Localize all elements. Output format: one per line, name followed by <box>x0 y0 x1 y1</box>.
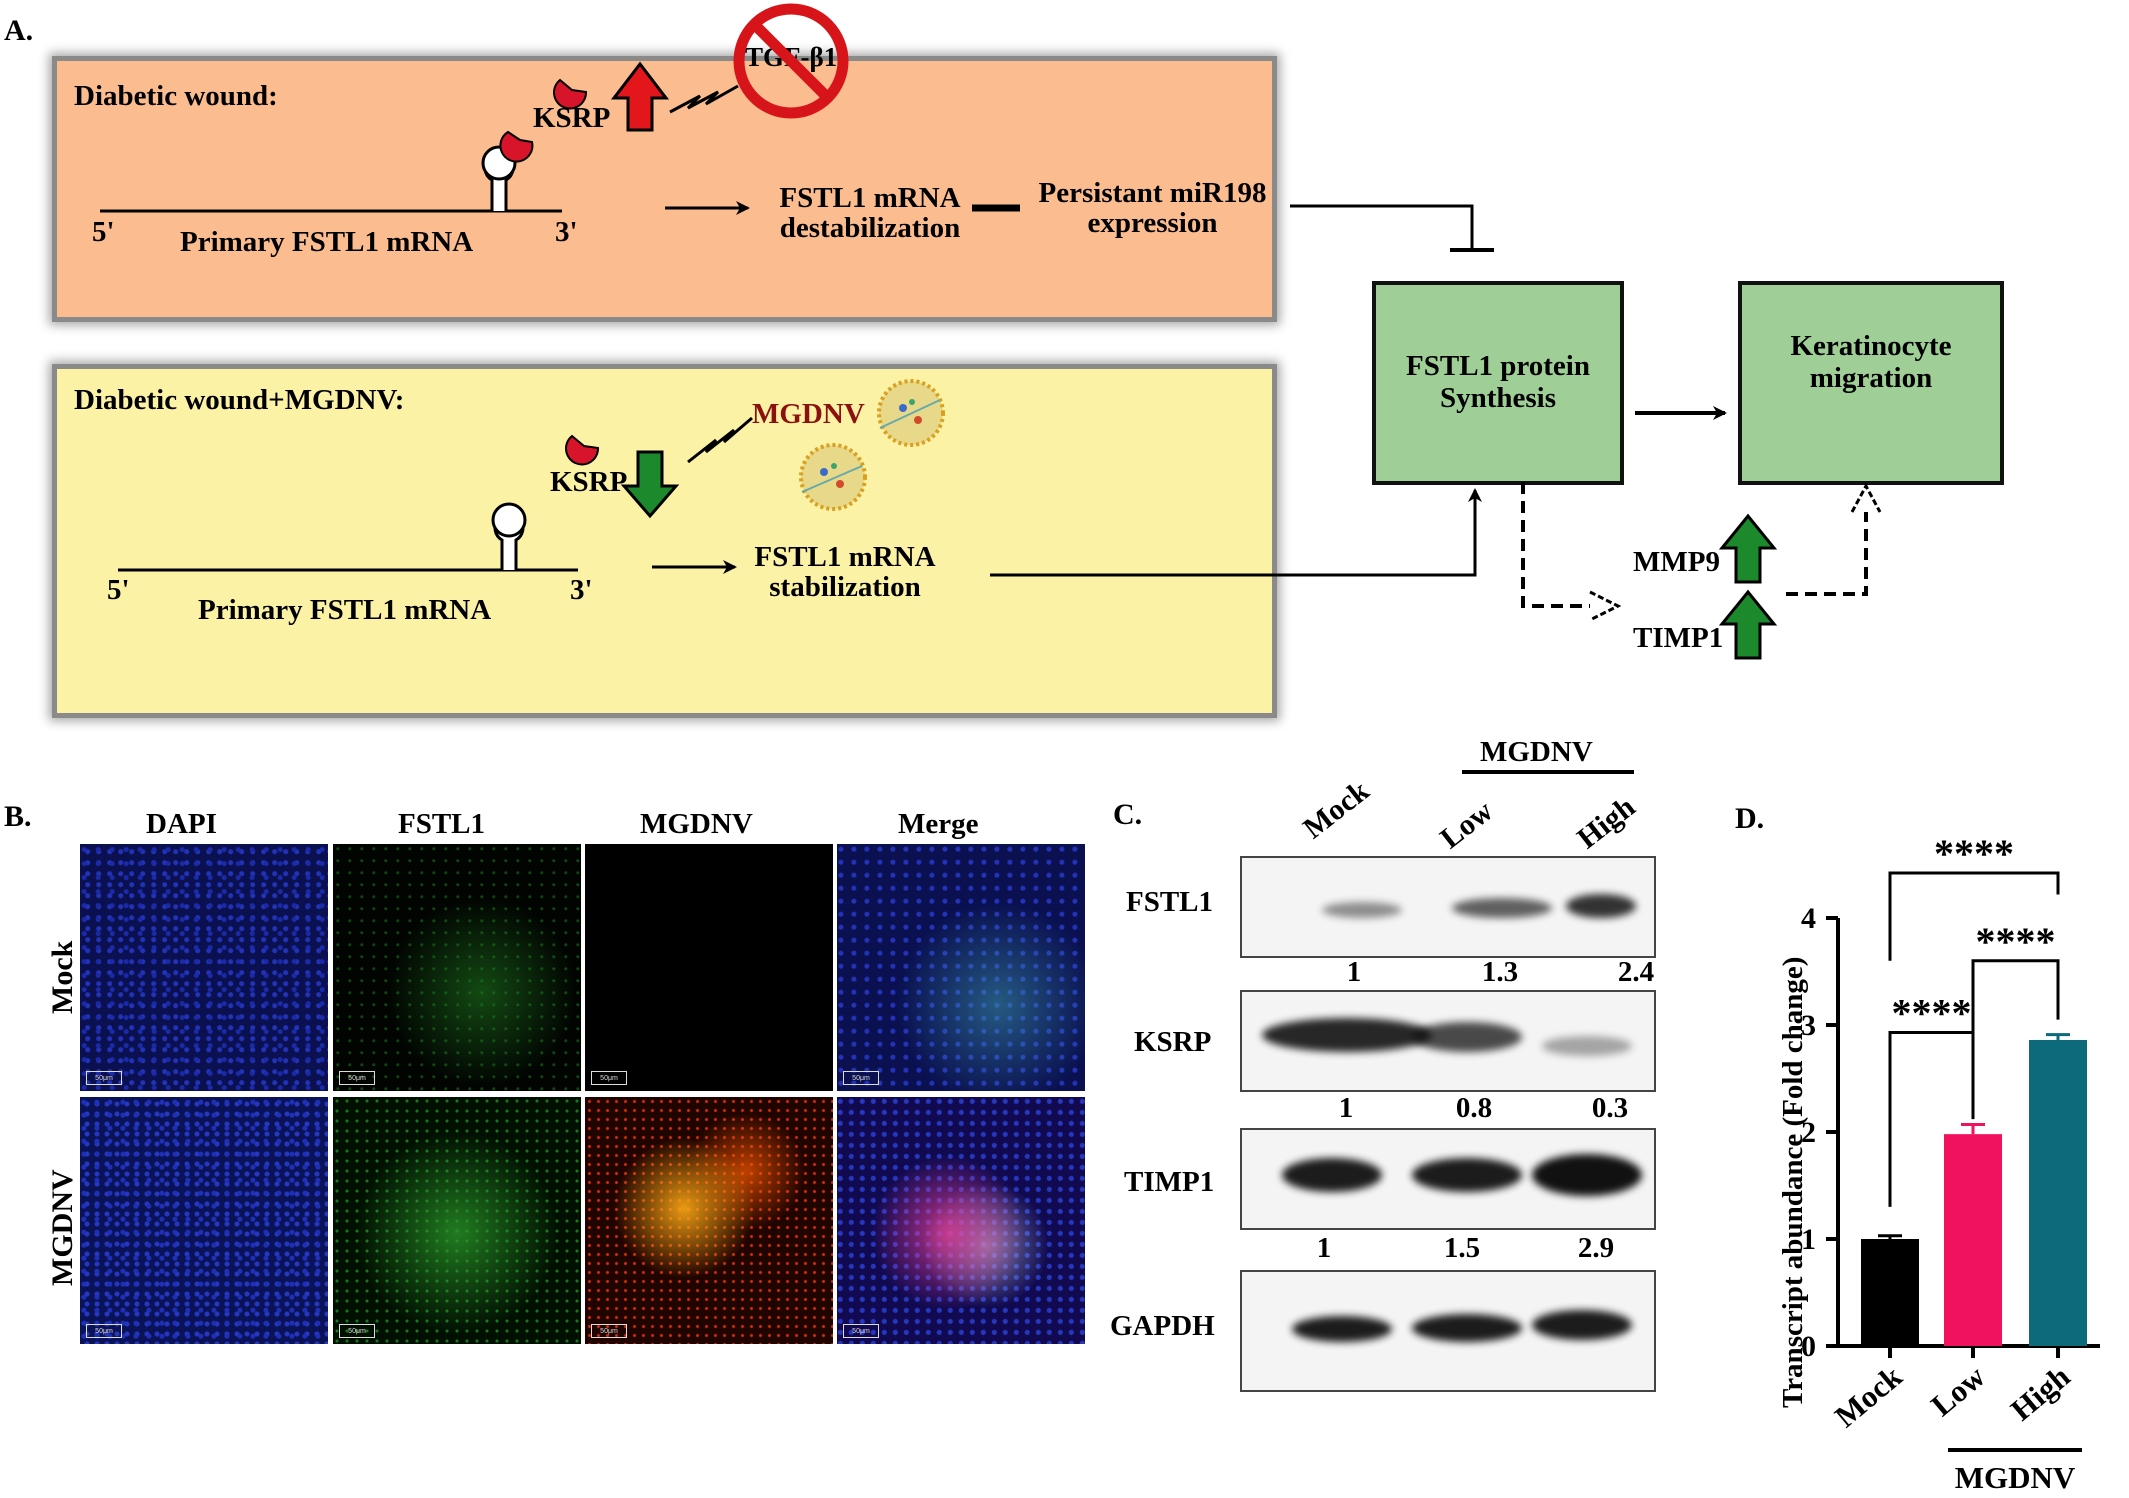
quant-timp1-mock: 1 <box>1316 1232 1332 1264</box>
three-prime-bottom: 3' <box>570 574 593 606</box>
prohibition-icon <box>733 3 849 119</box>
x-tick-label: Mock <box>1828 1358 1909 1434</box>
blot-label-gapdh: GAPDH <box>1110 1310 1215 1342</box>
timp1-up-arrow <box>1718 589 1778 660</box>
up-arrow-red <box>610 61 670 132</box>
diabetic-wound-box <box>52 56 1277 322</box>
primary-mrna-bottom: Primary FSTL1 mRNA <box>198 594 492 626</box>
mmp9-up-arrow <box>1718 513 1778 584</box>
significance-bracket <box>1971 959 2060 1074</box>
blot-fstl1 <box>1240 856 1656 958</box>
significance-bracket <box>1888 871 2060 961</box>
five-prime-bottom: 5' <box>107 574 130 606</box>
blot-label-ksrp: KSRP <box>1134 1026 1212 1058</box>
panel-b-letter: B. <box>4 800 32 833</box>
col-dapi: DAPI <box>146 808 217 840</box>
nanovesicle-2 <box>799 443 867 511</box>
micrograph-mgdnv-merge: 50μm <box>837 1097 1085 1344</box>
micrograph-mock-merge: 50μm <box>837 844 1085 1091</box>
col-mgdnv: MGDNV <box>640 808 753 840</box>
bar-mock <box>1861 1239 1919 1346</box>
ksrp-label-bottom: KSRP <box>550 466 628 498</box>
down-arrow-green <box>620 450 680 519</box>
blot-timp1 <box>1240 1128 1656 1230</box>
mmp9-label: MMP9 <box>1633 546 1720 578</box>
significance-label: **** <box>1892 990 1972 1035</box>
y-tick-label: 2 <box>1801 1116 1816 1149</box>
panel-d-letter: D. <box>1735 802 1765 835</box>
mgdnv-label-a: MGDNV <box>752 398 865 430</box>
stem-loop-bottom <box>491 502 527 538</box>
top-box-title: Diabetic wound: <box>74 80 278 112</box>
micrograph-mgdnv-fstl1: 50μm <box>333 1097 581 1344</box>
micrograph-mock-dapi: 50μm <box>80 844 328 1091</box>
micrograph-mock-fstl1: 50μm <box>333 844 581 1091</box>
three-prime-top: 3' <box>555 216 578 248</box>
timp1-label: TIMP1 <box>1633 622 1724 654</box>
quant-timp1-low: 1.5 <box>1443 1232 1481 1264</box>
col-fstl1: FSTL1 <box>398 808 486 840</box>
x-tick-label: Low <box>1924 1358 1992 1423</box>
ksrp-protein-2 <box>553 78 588 110</box>
y-tick-label: 4 <box>1801 902 1816 935</box>
quant-ksrp-low: 0.8 <box>1455 1092 1493 1124</box>
quant-fstl1-high: 2.4 <box>1617 956 1655 988</box>
blot-group-line <box>1462 770 1634 774</box>
micrograph-mock-mgdnv: 50μm <box>585 844 833 1091</box>
five-prime-top: 5' <box>92 216 115 248</box>
bottom-box-title: Diabetic wound+MGDNV: <box>74 384 405 416</box>
zigzag-top <box>669 84 739 114</box>
quant-fstl1-low: 1.3 <box>1481 956 1519 988</box>
quant-ksrp-mock: 1 <box>1338 1092 1354 1124</box>
blot-ksrp <box>1240 990 1656 1092</box>
blot-group-label: MGDNV <box>1480 736 1593 768</box>
micrograph-mgdnv-dapi: 50μm <box>80 1097 328 1344</box>
blot-label-timp1: TIMP1 <box>1124 1166 1215 1198</box>
ksrp-protein-3 <box>565 434 600 466</box>
significance-label: **** <box>1976 919 2056 964</box>
ksrp-protein-1 <box>499 130 534 163</box>
chart-group-label: MGDNV <box>1955 1460 2076 1495</box>
col-merge: Merge <box>898 808 979 840</box>
blot-label-fstl1: FSTL1 <box>1126 886 1214 918</box>
quant-timp1-high: 2.9 <box>1577 1232 1615 1264</box>
significance-label: **** <box>1934 831 2014 876</box>
y-tick-label: 3 <box>1801 1009 1816 1042</box>
quant-fstl1-mock: 1 <box>1346 956 1362 988</box>
x-tick-label: High <box>2004 1359 2077 1428</box>
quant-ksrp-high: 0.3 <box>1591 1092 1629 1124</box>
blot-gapdh <box>1240 1270 1656 1392</box>
primary-mrna-top: Primary FSTL1 mRNA <box>180 226 474 258</box>
y-tick-label: 0 <box>1801 1330 1816 1363</box>
y-tick-label: 1 <box>1801 1223 1816 1256</box>
diabetic-wound-mgdnv-box <box>52 364 1277 718</box>
bar-high <box>2029 1039 2087 1346</box>
panel-a-letter: A. <box>4 14 34 47</box>
bar-low <box>1944 1134 2002 1346</box>
significance-bracket <box>1888 1030 1975 1207</box>
micrograph-mgdnv-mgdnv: 50μm <box>585 1097 833 1344</box>
panel-c-letter: C. <box>1113 798 1143 831</box>
